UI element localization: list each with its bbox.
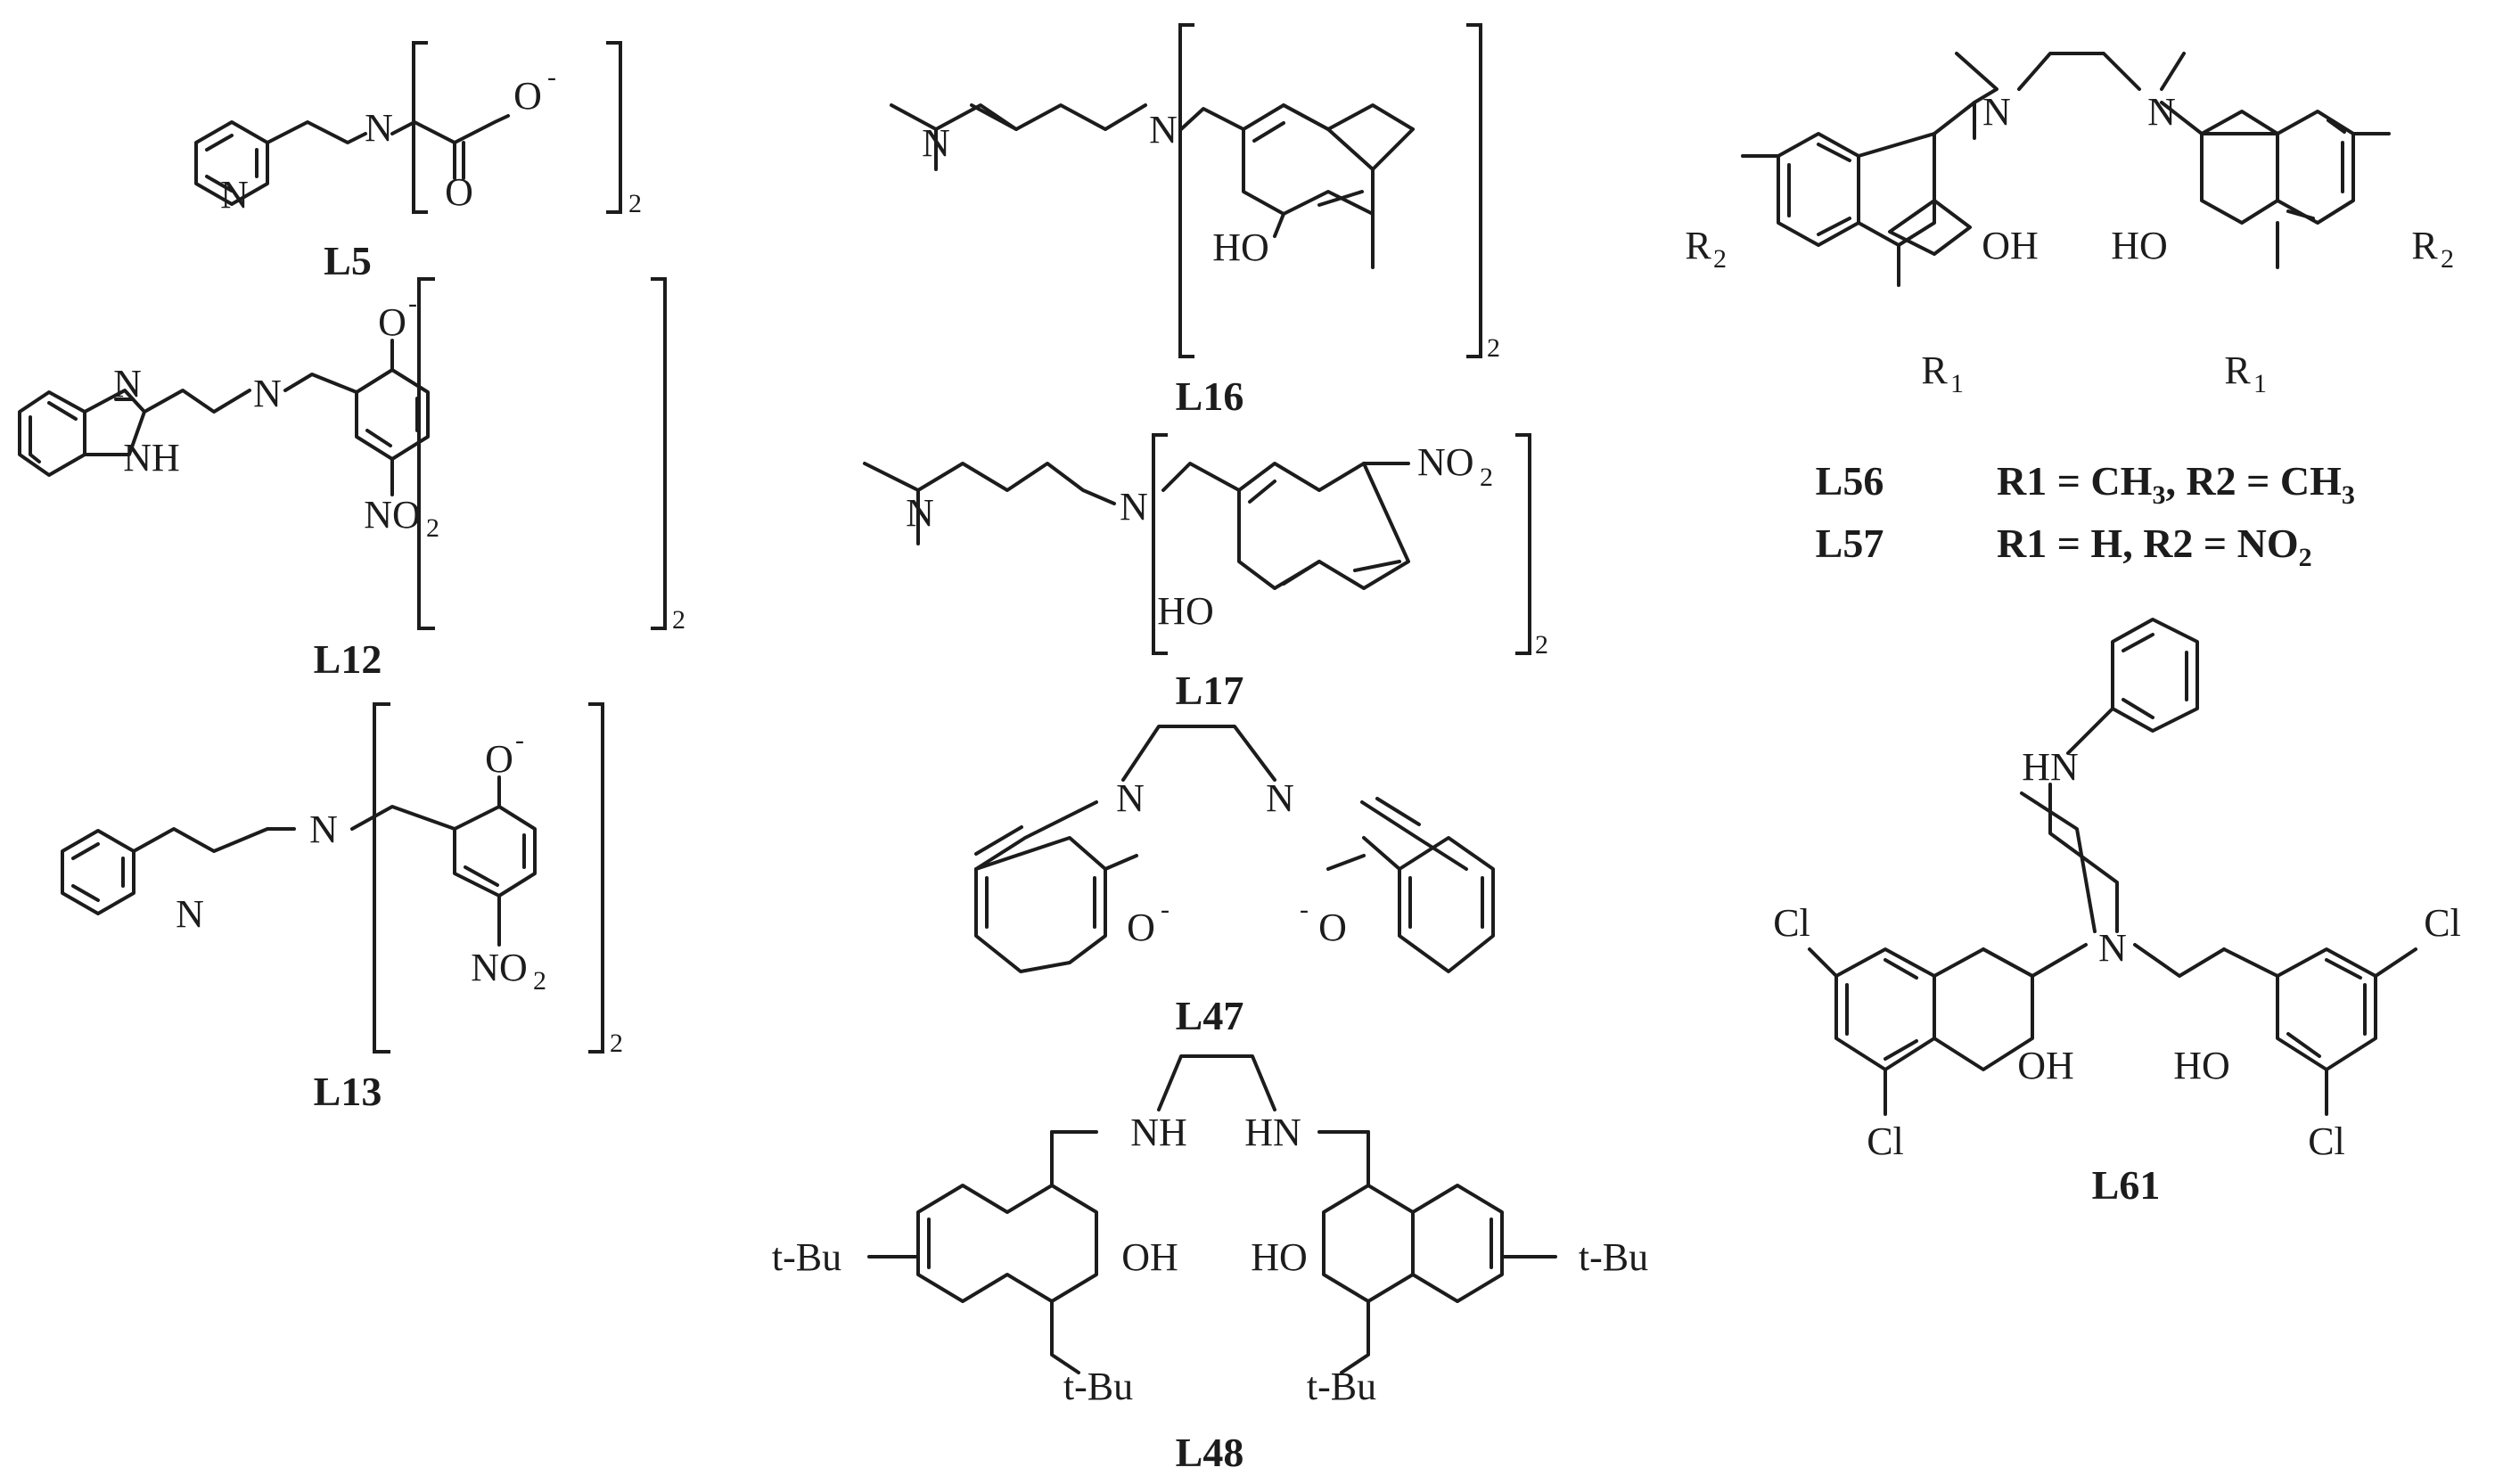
atom-O: O [1127, 906, 1155, 949]
label-L47: L47 [1176, 993, 1244, 1038]
subscript-1: 1 [1950, 369, 1964, 398]
subscript-2: 2 [2441, 244, 2454, 274]
subscript-2: 2 [533, 966, 546, 996]
atom-O: O [378, 300, 406, 344]
subscript-2: 2 [2299, 543, 2312, 572]
atom-N: N [1982, 90, 2011, 134]
atom-N: N [309, 808, 338, 851]
atom-OH: OH [1982, 224, 2039, 267]
charge-minus: - [1161, 895, 1170, 924]
structure-L16: N N HO 2 L16 [890, 23, 1500, 419]
charge-minus: - [408, 289, 417, 318]
subscript-2: 2 [1487, 333, 1500, 363]
atom-N: N [113, 362, 142, 406]
atom-N: N [906, 491, 934, 535]
label-L56: L56 [1816, 458, 1884, 504]
substituents-L57: R1 = H, R2 = NO2 [1997, 521, 2312, 572]
atom-R: R [2224, 348, 2251, 392]
atom-N: N [220, 173, 249, 217]
subscript-2: 2 [628, 189, 642, 218]
atom-N: N [1266, 776, 1294, 820]
charge-minus: - [547, 62, 556, 92]
atom-HO: HO [1212, 225, 1269, 269]
atom-t-Bu: t-Bu [1063, 1365, 1133, 1408]
atom-O: O [485, 737, 513, 781]
structure-L12: N NH N O - NO 2 2 L12 [18, 277, 685, 682]
atom-HN: HN [2022, 745, 2079, 789]
atom-t-Bu: t-Bu [772, 1235, 841, 1279]
label-L17: L17 [1176, 668, 1244, 713]
subscript-1: 1 [2253, 369, 2267, 398]
substituents-L56-part1: R1 = CH [1997, 458, 2153, 504]
atom-NH: NH [123, 436, 180, 480]
atom-NH: NH [1130, 1111, 1187, 1154]
atom-HO: HO [1157, 589, 1214, 633]
label-L12: L12 [314, 636, 382, 682]
structure-L61: HN N Cl Cl Cl Cl OH HO L61 [1773, 618, 2461, 1208]
subscript-3: 3 [2342, 480, 2355, 510]
subscript-2: 2 [1480, 463, 1493, 492]
atom-N: N [2147, 90, 2176, 134]
label-L13: L13 [314, 1069, 382, 1114]
label-L5: L5 [324, 238, 372, 283]
atom-HO: HO [2173, 1044, 2230, 1087]
charge-minus: - [1300, 895, 1309, 924]
atom-R: R [1685, 224, 1711, 267]
structure-L56-L57: N N OH HO R 2 R 2 R 1 R 1 L56 R1 = CH3, … [1685, 52, 2454, 572]
structure-L5: N N O O - 2 L5 [194, 41, 642, 283]
atom-NO: NO [364, 493, 421, 537]
atom-N: N [1120, 485, 1148, 529]
atom-OH: OH [1121, 1235, 1178, 1279]
structure-L48: NH HN OH HO t-Bu t-Bu t-Bu t-Bu L48 [772, 1054, 1648, 1475]
subscript-2: 2 [1713, 244, 1727, 274]
substituents-L57-part1: R1 = H, R2 = NO [1997, 521, 2299, 566]
atom-N: N [2098, 926, 2127, 970]
structure-L17: N N NO 2 HO 2 L17 [863, 433, 1548, 713]
atom-O: O [445, 170, 473, 214]
atom-R: R [1921, 348, 1948, 392]
label-L57: L57 [1816, 521, 1884, 566]
structure-L13: N N O - NO 2 2 L13 [61, 702, 623, 1114]
atom-N: N [253, 372, 282, 415]
atom-R: R [2411, 224, 2438, 267]
atom-N: N [922, 121, 950, 165]
subscript-3: 3 [2152, 480, 2165, 510]
charge-minus: - [515, 726, 524, 755]
atom-NO: NO [471, 946, 528, 989]
structure-L47: N N O - O - L47 [974, 725, 1495, 1038]
label-L48: L48 [1176, 1430, 1244, 1475]
atom-t-Bu: t-Bu [1307, 1365, 1376, 1408]
atom-NO: NO [1417, 440, 1474, 484]
atom-HN: HN [1244, 1111, 1301, 1154]
atom-Cl: Cl [1867, 1119, 1904, 1163]
atom-N: N [365, 106, 393, 150]
subscript-2: 2 [1535, 630, 1548, 660]
atom-HO: HO [2111, 224, 2168, 267]
subscript-2: 2 [610, 1029, 623, 1058]
atom-N: N [1149, 108, 1178, 152]
atom-Cl: Cl [1773, 901, 1810, 945]
atom-OH: OH [2017, 1044, 2074, 1087]
atom-HO: HO [1251, 1235, 1308, 1279]
subscript-2: 2 [426, 513, 439, 543]
label-L16: L16 [1176, 373, 1244, 419]
atom-N: N [176, 892, 204, 936]
atom-t-Bu: t-Bu [1579, 1235, 1648, 1279]
atom-Cl: Cl [2308, 1119, 2345, 1163]
atom-O: O [1318, 906, 1347, 949]
atom-Cl: Cl [2424, 901, 2461, 945]
substituents-L56-part2: , R2 = CH [2165, 458, 2342, 504]
label-L61: L61 [2092, 1162, 2161, 1208]
atom-O: O [513, 74, 542, 118]
subscript-2: 2 [672, 605, 685, 635]
atom-N: N [1116, 776, 1145, 820]
substituents-L56: R1 = CH3, R2 = CH3 [1997, 458, 2355, 510]
